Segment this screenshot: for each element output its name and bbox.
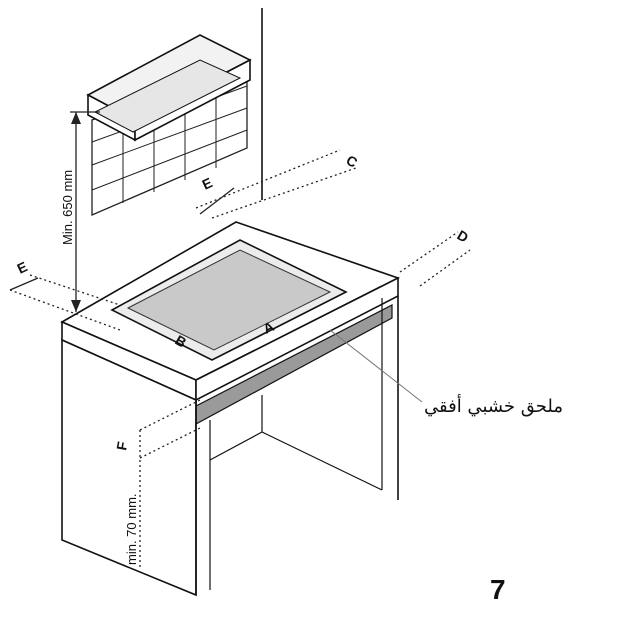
hob bbox=[110, 239, 348, 361]
label-min-70: min. 70 mm. bbox=[124, 493, 139, 565]
label-f: F bbox=[113, 440, 130, 452]
label-d: D bbox=[455, 227, 472, 246]
cabinet-body bbox=[61, 296, 399, 597]
label-c: C bbox=[344, 152, 361, 171]
cooker-hood bbox=[86, 34, 252, 142]
figure-number: 7 bbox=[490, 574, 506, 605]
dimension-lines bbox=[9, 149, 471, 568]
label-e-rear: E bbox=[200, 174, 215, 192]
wooden-strip-label: ملحق خشبي أفقي bbox=[424, 396, 564, 417]
dimension-650 bbox=[70, 111, 100, 312]
label-e-left: E bbox=[15, 258, 30, 276]
label-min-650: Min. 650 mm bbox=[60, 170, 75, 245]
